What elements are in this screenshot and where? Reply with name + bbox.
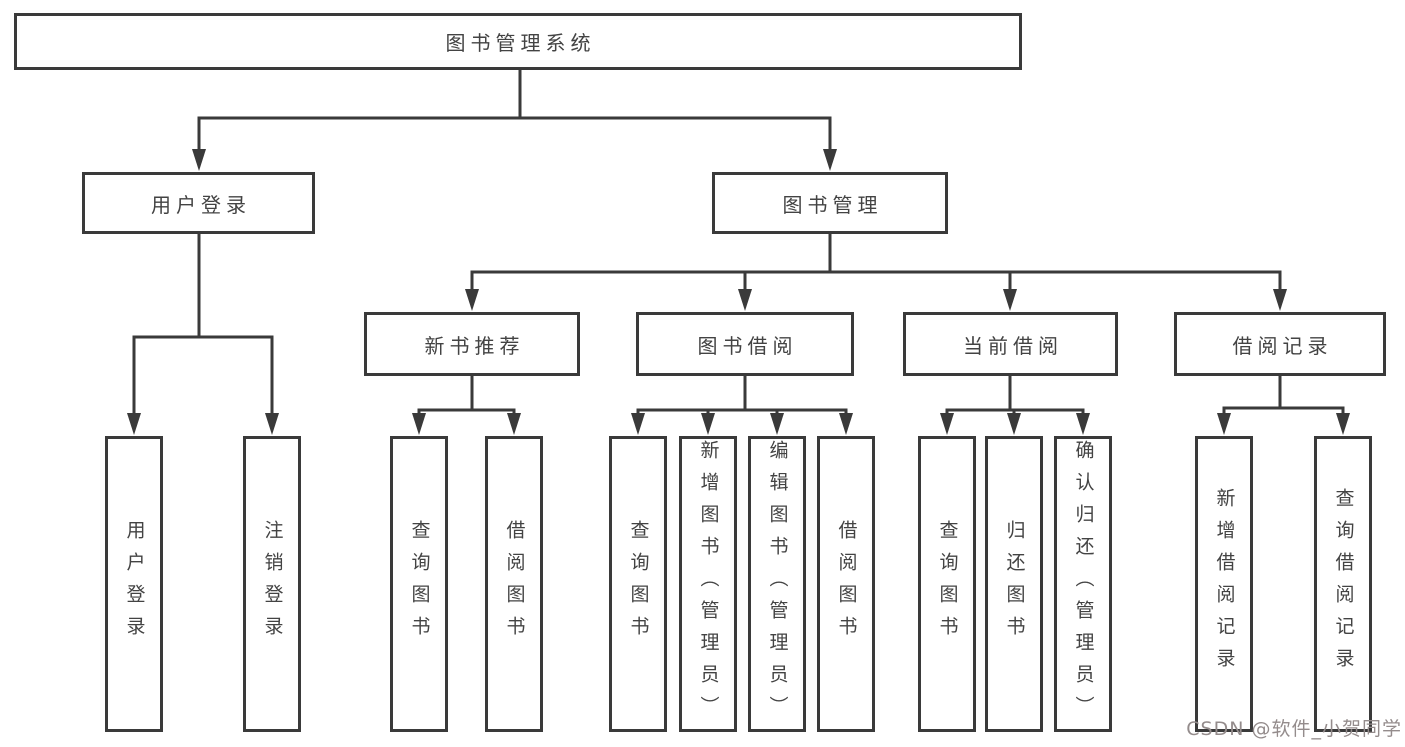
- node-book-borrow: 图书借阅: [636, 312, 854, 376]
- leaf-query-borrow-record: 查询借阅记录: [1314, 436, 1372, 732]
- leaf-add-borrow-record-label: 新增借阅记录: [1213, 488, 1236, 680]
- leaf-logout-label: 注销登录: [261, 520, 284, 648]
- node-borrow-records: 借阅记录: [1174, 312, 1386, 376]
- leaf-logout: 注销登录: [243, 436, 301, 732]
- leaf-query-borrow-record-label: 查询借阅记录: [1332, 488, 1355, 680]
- node-user-login: 用户登录: [82, 172, 315, 234]
- node-root: 图书管理系统: [14, 13, 1022, 70]
- leaf-return-book-label: 归还图书: [1003, 520, 1026, 648]
- node-current-borrow: 当前借阅: [903, 312, 1118, 376]
- leaf-query-books-borrow-label: 查询图书: [627, 520, 650, 648]
- leaf-user-login-label: 用户登录: [123, 520, 146, 648]
- leaf-add-book-admin-label: 新增图书（管理员）: [697, 440, 720, 728]
- leaf-borrow-books-recommend-label: 借阅图书: [503, 520, 526, 648]
- leaf-return-book: 归还图书: [985, 436, 1043, 732]
- leaf-query-books-recommend-label: 查询图书: [408, 520, 431, 648]
- leaf-add-borrow-record: 新增借阅记录: [1195, 436, 1253, 732]
- node-book-management-label: 图书管理: [782, 192, 883, 217]
- leaf-user-login: 用户登录: [105, 436, 163, 732]
- node-book-management: 图书管理: [712, 172, 948, 234]
- leaf-edit-book-admin: 编辑图书（管理员）: [748, 436, 806, 732]
- leaf-borrow-books-recommend: 借阅图书: [485, 436, 543, 732]
- leaf-confirm-return-admin: 确认归还（管理员）: [1054, 436, 1112, 732]
- leaf-confirm-return-admin-label: 确认归还（管理员）: [1072, 440, 1095, 728]
- node-new-book-recommend: 新书推荐: [364, 312, 580, 376]
- node-current-borrow-label: 当前借阅: [963, 333, 1063, 358]
- watermark: CSDN @软件_小贺同学: [1186, 718, 1402, 740]
- leaf-query-books-borrow: 查询图书: [609, 436, 667, 732]
- leaf-borrow-books: 借阅图书: [817, 436, 875, 732]
- node-borrow-records-label: 借阅记录: [1232, 333, 1333, 358]
- node-user-login-label: 用户登录: [151, 192, 251, 217]
- leaf-query-books-current-label: 查询图书: [936, 520, 959, 648]
- leaf-add-book-admin: 新增图书（管理员）: [679, 436, 737, 732]
- node-new-book-recommend-label: 新书推荐: [424, 333, 525, 358]
- leaf-query-books-current: 查询图书: [918, 436, 976, 732]
- leaf-borrow-books-label: 借阅图书: [835, 520, 858, 648]
- leaf-query-books-recommend: 查询图书: [390, 436, 448, 732]
- node-book-borrow-label: 图书借阅: [697, 333, 798, 358]
- leaf-edit-book-admin-label: 编辑图书（管理员）: [766, 440, 789, 728]
- node-root-label: 图书管理系统: [445, 31, 596, 55]
